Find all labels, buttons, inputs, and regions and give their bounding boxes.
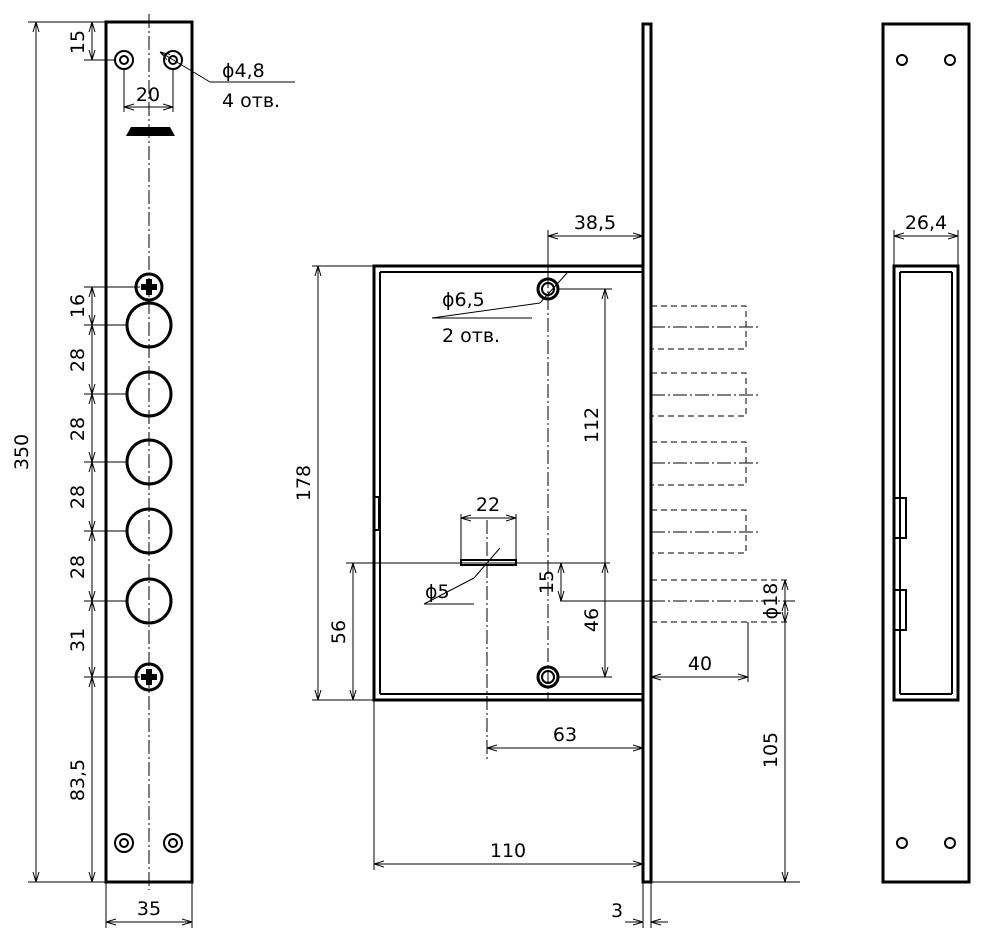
case-faceplate — [641, 22, 653, 884]
case-body — [372, 264, 643, 702]
dim-strike-width: 26,4 — [905, 212, 947, 234]
dim-bolt-pitch-1: 28 — [67, 348, 89, 372]
dim-key-to-bottom: 56 — [328, 620, 350, 644]
dim-bolt-pitch-2: 28 — [67, 417, 89, 441]
dim-backset-top: 38,5 — [574, 212, 616, 234]
screw-hole — [168, 838, 178, 848]
strike-hole — [944, 54, 956, 66]
dim-hole-spacing: 20 — [136, 84, 160, 106]
dim-mount-hole-dia: ϕ6,5 — [442, 289, 485, 311]
faceplate-view: 350 15 16 28 28 28 28 31 83,5 20 ϕ4,8 4 … — [11, 14, 295, 928]
dim-mount-hole-count: 2 отв. — [442, 325, 500, 347]
case-tab — [373, 496, 380, 531]
dim-key-offset: 15 — [536, 570, 558, 594]
dim-key-to-bolt: 46 — [581, 608, 603, 632]
brand-logo — [126, 127, 175, 136]
screw-hole — [114, 833, 134, 853]
screw-hole — [114, 50, 134, 70]
strike-hole — [896, 54, 908, 66]
dim-backset-key: 63 — [553, 724, 577, 746]
dim-key-hole-dia: ϕ5 — [425, 581, 450, 603]
dim-hole-count: 4 отв. — [222, 90, 280, 112]
dim-faceplate-length: 350 — [11, 434, 33, 470]
strike-box — [892, 264, 960, 702]
dim-case-depth: 110 — [490, 840, 526, 862]
dim-top-offset: 15 — [67, 30, 89, 54]
dim-case-height: 178 — [293, 465, 315, 501]
dim-bolt-dia: ϕ18 — [760, 583, 782, 620]
case-extension-lines — [312, 230, 800, 928]
dim-hole-diameter: ϕ4,8 — [222, 60, 265, 82]
dim-bolt-pitch-screw: 16 — [67, 294, 89, 318]
strike-plate-view: 26,4 — [881, 22, 971, 884]
lock-case-view: 38,5 ϕ6,5 2 отв. 112 178 22 ϕ5 56 15 46 … — [293, 22, 800, 928]
strike-hole — [944, 837, 956, 849]
strike-hole — [896, 837, 908, 849]
dim-mount-hole-spacing: 112 — [581, 407, 603, 443]
screw-hole — [163, 833, 183, 853]
dim-key-slot-width: 22 — [476, 494, 500, 516]
hidden-bolts — [651, 305, 790, 623]
dim-bolt-throw: 40 — [688, 653, 712, 675]
dim-faceplate-width: 35 — [137, 898, 161, 920]
dim-bolt-pitch-3: 28 — [67, 485, 89, 509]
dim-bolt-to-screw: 31 — [67, 628, 89, 652]
dim-bolt-to-bottom: 105 — [760, 732, 782, 768]
dim-bolt-pitch-4: 28 — [67, 555, 89, 579]
screw-hole — [119, 55, 129, 65]
dim-screw-to-bottom: 83,5 — [67, 759, 89, 801]
strike-plate-outline — [881, 22, 971, 884]
screw-hole — [119, 838, 129, 848]
dim-faceplate-thickness: 3 — [611, 900, 623, 922]
faceplate-bottom-holes — [114, 833, 183, 853]
